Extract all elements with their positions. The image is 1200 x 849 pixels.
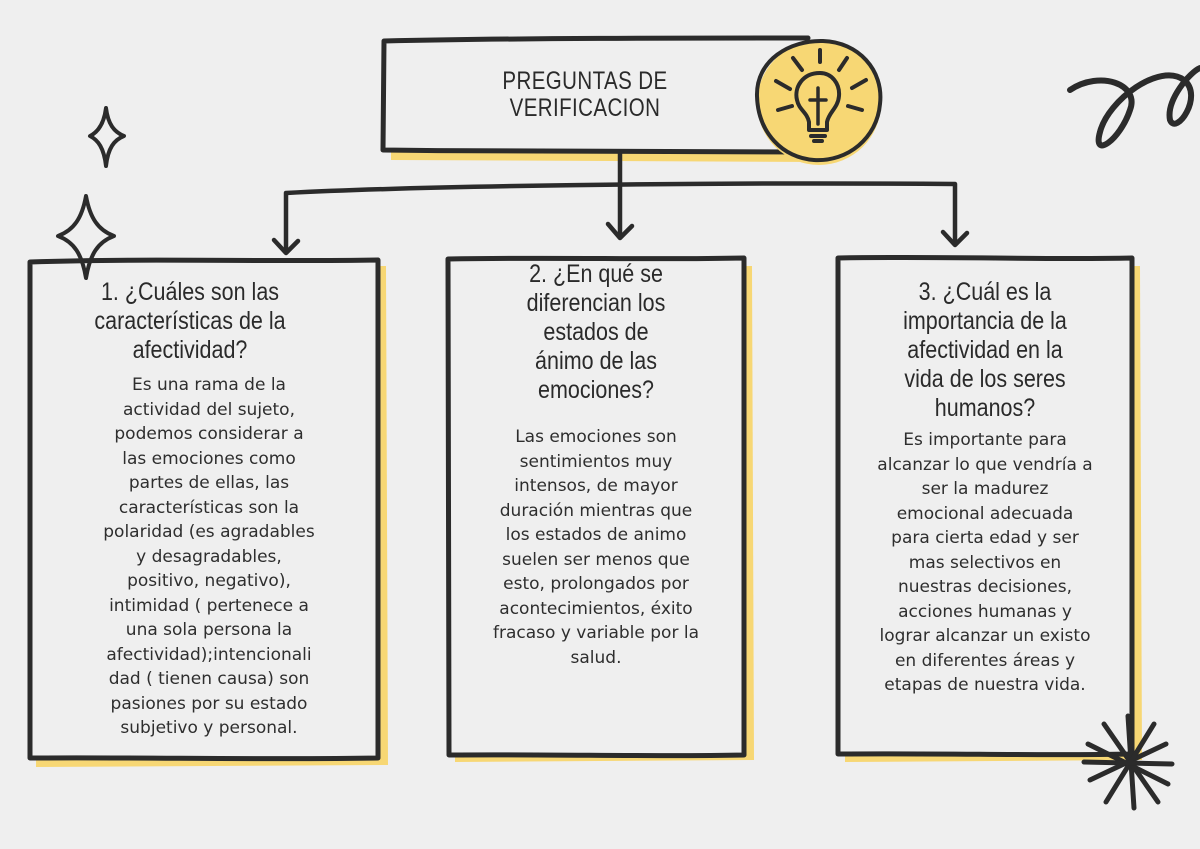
question-line: importancia de la — [903, 307, 1067, 335]
title-box — [380, 35, 820, 162]
answer-line: alcanzar lo que vendría a — [877, 454, 1093, 475]
answer-line: sentimientos muy — [519, 451, 673, 472]
card-frame-1 — [27, 257, 388, 767]
card-question-3: 3. ¿Cuál es la importancia de la afectiv… — [865, 278, 1106, 423]
squiggle-icon — [1067, 65, 1200, 149]
card-question-2: 2. ¿En qué se diferencian los estados de… — [476, 260, 717, 405]
answer-line: dad ( tienen causa) son — [108, 669, 310, 689]
answer-line: suelen ser menos que — [502, 549, 690, 570]
connector-arrows — [271, 150, 970, 256]
title-line-1: PREGUNTAS DE — [502, 67, 668, 95]
answer-line: positivo, negativo), — [127, 571, 291, 591]
answer-line: Las emociones son — [515, 427, 677, 447]
answer-line: salud. — [570, 647, 622, 668]
answer-line: características son la — [118, 497, 300, 518]
answer-line: emocional adecuada — [896, 503, 1074, 524]
question-line: emociones? — [538, 376, 654, 404]
answer-line: afectividad);intencionali — [106, 644, 312, 665]
question-line: afectividad en la — [907, 336, 1063, 364]
answer-line: etapas de nuestra vida. — [884, 675, 1086, 695]
answer-line: acontecimientos, éxito — [499, 598, 693, 619]
card-question-1: 1. ¿Cuáles son las características de la… — [65, 278, 314, 365]
answer-line: para cierta edad y ser — [891, 528, 1079, 548]
answer-line: actividad del sujeto, — [122, 399, 295, 420]
answer-line: en diferentes áreas y — [894, 650, 1076, 671]
question-line: estados de — [543, 318, 649, 346]
answer-line: podemos considerar a — [114, 424, 304, 444]
answer-line: las emociones como — [122, 448, 296, 469]
question-line: afectividad? — [132, 336, 248, 364]
question-line: diferencian los — [526, 289, 666, 317]
answer-line: intensos, de mayor — [514, 476, 678, 496]
title-line-2: VERIFICACION — [509, 94, 661, 122]
answer-line: esto, prolongados por — [503, 574, 689, 594]
card-frame-2 — [445, 255, 754, 762]
sparkle-large-icon — [56, 194, 116, 280]
answer-line: fracaso y variable por la — [493, 623, 699, 643]
starburst-icon — [1081, 713, 1175, 811]
question-line: 3. ¿Cuál es la — [918, 278, 1052, 306]
question-line: 2. ¿En qué se — [529, 260, 663, 288]
lightbulb-icon — [754, 38, 883, 165]
card-answer-2: Las emociones son sentimientos muy inten… — [456, 425, 736, 670]
question-line: ánimo de las — [535, 347, 657, 375]
question-line: 1. ¿Cuáles son las — [100, 278, 280, 306]
answer-line: subjetivo y personal. — [120, 718, 298, 738]
diagram-title: PREGUNTAS DE VERIFICACION — [491, 68, 680, 122]
answer-line: ser la madurez — [921, 479, 1049, 499]
question-line: humanos? — [934, 394, 1036, 422]
answer-line: intimidad ( pertenece a — [109, 595, 309, 616]
answer-line: Es una rama de la — [132, 375, 286, 395]
answer-line: una sola persona la — [125, 620, 293, 640]
answer-line: acciones humanas y — [898, 601, 1072, 622]
sparkle-small-icon — [88, 106, 126, 168]
question-line: vida de los seres — [904, 365, 1066, 393]
answer-line: nuestras decisiones, — [898, 577, 1072, 597]
card-frame-3 — [835, 254, 1142, 762]
answer-line: pasiones por su estado — [110, 693, 308, 714]
card-answer-1: Es una rama de la actividad del sujeto, … — [50, 373, 368, 741]
answer-line: mas selectivos en — [908, 552, 1062, 573]
answer-line: partes de ellas, las — [128, 473, 290, 493]
card-answer-3: Es importante para alcanzar lo que vendr… — [845, 428, 1125, 698]
answer-line: duración mientras que — [499, 500, 693, 521]
answer-line: los estados de animo — [505, 525, 687, 545]
answer-line: polaridad (es agradables — [103, 522, 315, 542]
answer-line: lograr alcanzar un existo — [879, 626, 1091, 646]
answer-line: y desagradables, — [136, 546, 282, 567]
answer-line: Es importante para — [903, 430, 1067, 450]
question-line: características de la — [94, 307, 286, 335]
